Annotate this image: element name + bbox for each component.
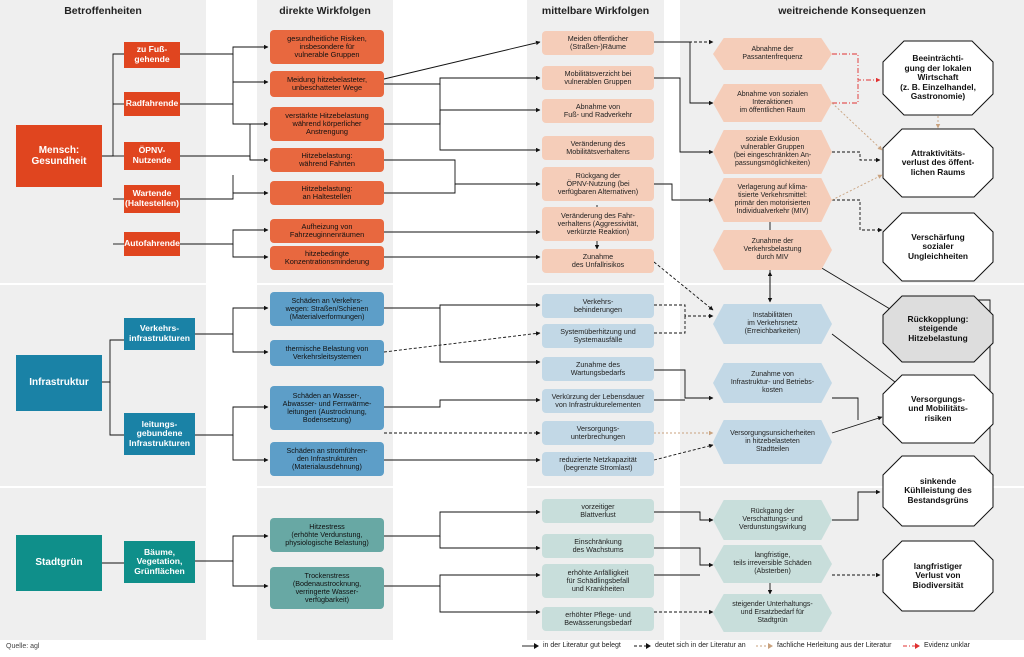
consequence-verkehrsbelastung-miv: Zunahme der Verkehrsbelastung durch MIV — [713, 230, 832, 270]
direct-meidung-wege: Meidung hitzebelasteter, unbeschatteter … — [270, 71, 384, 97]
section-stadtgruen: Stadtgrün — [16, 535, 102, 591]
column-header-direkte-wirkfolgen: direkte Wirkfolgen — [279, 5, 371, 17]
group-verkehrsinfrastrukturen: Verkehrs- infrastrukturen — [124, 318, 195, 350]
column-header-konsequenzen: weitreichende Konsequenzen — [778, 5, 926, 17]
section-divider — [0, 283, 1024, 285]
outcome-rueckkopplung: Rückkopplung: steigende Hitzebelastung — [882, 295, 994, 363]
outcome-lokale-wirtschaft: Beeinträchti- gung der lokalen Wirtschaf… — [882, 40, 994, 116]
group-leitungsgebundene-infrastrukturen: leitungs- gebundene Infrastrukturen — [124, 413, 195, 455]
indirect-veraenderung-mobilitaet: Veränderung des Mobilitätsverhaltens — [542, 136, 654, 160]
indirect-veraenderung-fahrverhalten: Veränderung des Fahr- verhaltens (Aggres… — [542, 207, 654, 241]
legend-item-evidenz-unklar: Evidenz unklar — [903, 642, 970, 649]
outcome-biodiversitaet-label: langfristiger Verlust von Biodiversität — [912, 560, 964, 590]
column-header-mittelbare-wirkfolgen: mittelbare Wirkfolgen — [541, 5, 650, 17]
legend-item-deutet-sich-an: deutet sich in der Literatur an — [634, 642, 746, 649]
direct-hitzebelastung-haltestellen: Hitzebelastung: an Haltestellen — [270, 181, 384, 205]
consequence-infrastrukturkosten: Zunahme von Infrastruktur- und Betriebs-… — [713, 363, 832, 403]
consequence-passantenfrequenz: Abnahme der Passantenfrequenz — [713, 38, 832, 70]
legend-item-gut-belegt: in der Literatur gut belegt — [522, 642, 621, 649]
direct-hitzestress: Hitzestress (erhöhte Verdunstung, physio… — [270, 518, 384, 552]
indirect-mobilitaetsverzicht: Mobilitätsverzicht bei vulnerablen Grupp… — [542, 66, 654, 90]
direct-verstaerkte-hitzebelastung: verstärkte Hitzebelastung während körper… — [270, 107, 384, 141]
indirect-systemueberhitzung: Systemüberhitzung und Systemausfälle — [542, 324, 654, 348]
outcome-soziale-ungleichheiten-label: Verschärfung sozialer Ungleichheiten — [907, 231, 969, 261]
group-autofahrende: Autofahrende — [124, 232, 180, 256]
consequence-instabilitaeten-verkehrsnetz: Instabilitäten im Verkehrsnetz (Erreichb… — [713, 304, 832, 344]
indirect-verkehrsbehinderungen: Verkehrs- behinderungen — [542, 294, 654, 318]
outcome-lokale-wirtschaft-label: Beeinträchti- gung der lokalen Wirtschaf… — [900, 52, 976, 102]
legend-label: fachliche Herleitung aus der Literatur — [777, 642, 892, 649]
indirect-wachstum: Einschränkung des Wachstums — [542, 534, 654, 558]
legend-solid-arrow-icon — [522, 642, 539, 649]
legend-item-fachliche-herleitung: fachliche Herleitung aus der Literatur — [756, 642, 891, 649]
indirect-pflegebedarf: erhöhter Pflege- und Bewässerungsbedarf — [542, 607, 654, 631]
outcome-soziale-ungleichheiten: Verschärfung sozialer Ungleichheiten — [882, 212, 994, 282]
indirect-rueckgang-oepnv: Rückgang der ÖPNV-Nutzung (bei verfügbar… — [542, 167, 654, 201]
section-mensch-gesundheit: Mensch: Gesundheit — [16, 125, 102, 187]
legend-label: in der Literatur gut belegt — [543, 642, 621, 649]
outcome-kuehlleistung-label: sinkende Kühlleistung des Bestandsgrüns — [904, 475, 972, 505]
direct-konzentrationsminderung: hitzebedingte Konzentrationsminderung — [270, 246, 384, 270]
source-note: Quelle: agl — [6, 643, 40, 650]
consequence-soziale-exklusion: soziale Exklusion vulnerabler Gruppen (b… — [713, 130, 832, 174]
outcome-kuehlleistung: sinkende Kühlleistung des Bestandsgrüns — [882, 455, 994, 527]
direct-schaeden-wasserleitungen: Schäden an Wasser-, Abwasser- und Fernwä… — [270, 386, 384, 430]
direct-hitzebelastung-fahrten: Hitzebelastung: während Fahrten — [270, 148, 384, 172]
consequence-irreversible-schaeden: langfristige, teils irreversible Schäden… — [713, 545, 832, 583]
indirect-blattverlust: vorzeitiger Blattverlust — [542, 499, 654, 523]
section-divider — [0, 486, 1024, 488]
legend-label: Evidenz unklar — [924, 642, 970, 649]
indirect-schaedlingsbefall: erhöhte Anfälligkeit für Schädlingsbefal… — [542, 564, 654, 598]
indirect-abnahme-fuss-rad: Abnahme von Fuß- und Radverkehr — [542, 99, 654, 123]
indirect-wartungsbedarf: Zunahme des Wartungsbedarfs — [542, 357, 654, 381]
section-infrastruktur: Infrastruktur — [16, 355, 102, 411]
group-wartende: Wartende (Haltestellen) — [124, 185, 180, 213]
consequence-soziale-interaktionen: Abnahme von sozialen Interaktionen im öf… — [713, 84, 832, 122]
legend-dashed-arrow-icon — [634, 642, 651, 649]
outcome-versorgungsrisiken: Versorgungs- und Mobilitäts- risiken — [882, 374, 994, 444]
direct-aufheizung-fahrzeuge: Aufheizung von Fahrzeuginnenräumen — [270, 219, 384, 243]
consequence-verschattungswirkung: Rückgang der Verschattungs- und Verdunst… — [713, 500, 832, 540]
direct-thermische-belastung-leitsysteme: thermische Belastung von Verkehrsleitsys… — [270, 340, 384, 366]
group-baeume-vegetation: Bäume, Vegetation, Grünflächen — [124, 541, 195, 583]
outcome-attraktivitaetsverlust-label: Attraktivitäts- verlust des öffent- lich… — [901, 147, 975, 177]
group-oepnv-nutzende: ÖPNV- Nutzende — [124, 142, 180, 170]
direct-schaeden-verkehrswege: Schäden an Verkehrs- wegen: Straßen/Schi… — [270, 292, 384, 326]
consequence-versorgungsunsicherheiten: Versorgungsunsicherheiten in hitzebelast… — [713, 420, 832, 464]
indirect-meiden-raeume: Meiden öffentlicher (Straßen-)Räume — [542, 31, 654, 55]
column-header-betroffenheiten: Betroffenheiten — [64, 5, 142, 17]
consequence-verlagerung-miv: Verlagerung auf klima- tisierte Verkehrs… — [713, 178, 832, 222]
indirect-versorgungsunterbrechungen: Versorgungs- unterbrechungen — [542, 421, 654, 445]
outcome-attraktivitaetsverlust: Attraktivitäts- verlust des öffent- lich… — [882, 128, 994, 198]
direct-gesundheitliche-risiken: gesundheitliche Risiken, insbesondere fü… — [270, 30, 384, 64]
indirect-unfallrisiko: Zunahme des Unfallrisikos — [542, 249, 654, 273]
legend-dotted-arrow-icon — [756, 642, 773, 649]
outcome-biodiversitaet: langfristiger Verlust von Biodiversität — [882, 540, 994, 612]
consequence-unterhaltungsbedarf: steigender Unterhaltungs- und Ersatzbeda… — [713, 594, 832, 632]
group-zu-fussgehende: zu Fuß- gehende — [124, 42, 180, 68]
legend-dashdot-arrow-icon — [903, 642, 920, 649]
direct-trockenstress: Trockenstress (Bodenaustrocknung, verrin… — [270, 567, 384, 609]
direct-schaeden-stromfuehrend: Schäden an stromführen- den Infrastruktu… — [270, 442, 384, 476]
indirect-lebensdauer: Verkürzung der Lebensdauer von Infrastru… — [542, 389, 654, 413]
outcome-rueckkopplung-label: Rückkopplung: steigende Hitzebelastung — [907, 313, 969, 343]
indirect-netzkapazitaet: reduzierte Netzkapazität (begrenzte Stro… — [542, 452, 654, 476]
legend-label: deutet sich in der Literatur an — [655, 642, 746, 649]
outcome-versorgungsrisiken-label: Versorgungs- und Mobilitäts- risiken — [908, 393, 968, 423]
group-radfahrende: Radfahrende — [124, 92, 180, 116]
